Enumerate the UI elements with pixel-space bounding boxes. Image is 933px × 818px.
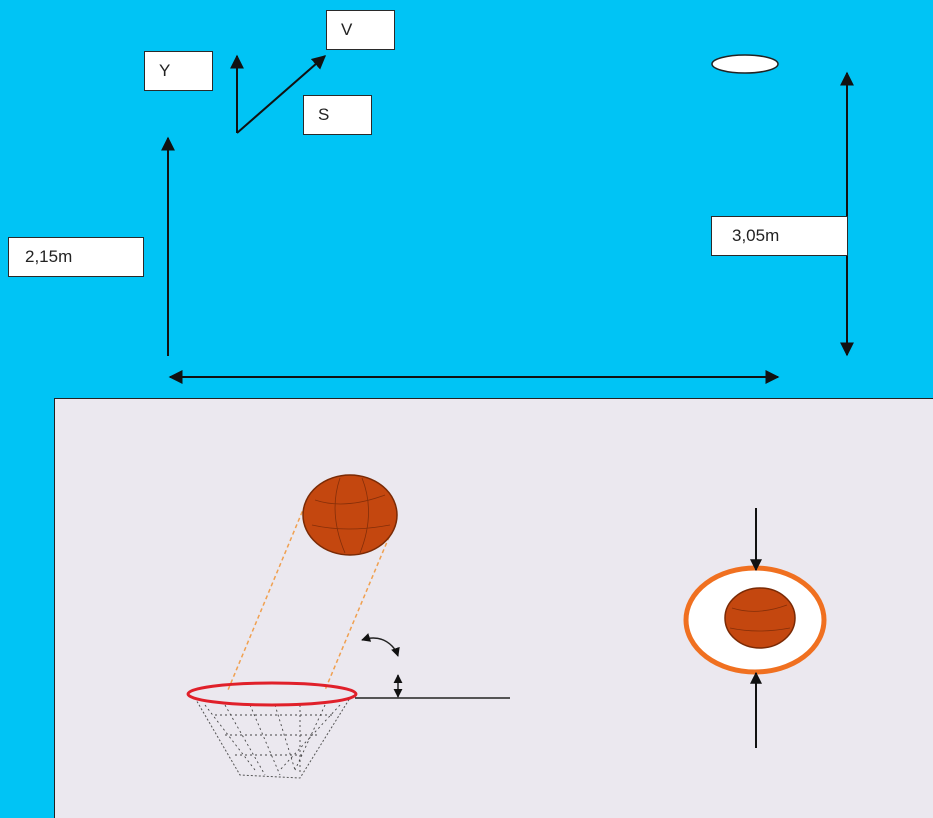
hoop-height-label: 3,05m xyxy=(711,216,848,256)
basketball-icon xyxy=(302,474,398,556)
basketball-net-icon xyxy=(194,697,351,779)
trajectory-line-right xyxy=(324,529,393,691)
release-height-label: 2,15m xyxy=(8,237,144,277)
y-label: Y xyxy=(144,51,213,91)
trajectory-line-left xyxy=(227,504,306,691)
top-diagram xyxy=(161,54,854,384)
velocity-vector-arrow xyxy=(236,55,327,134)
top-view-hoop-icon xyxy=(683,565,827,675)
s-label: S xyxy=(303,95,372,135)
rotation-arrow-icon xyxy=(361,633,400,657)
basketball-hoop-icon xyxy=(186,681,358,707)
v-label: V xyxy=(326,10,395,50)
hoop-icon xyxy=(711,54,779,74)
